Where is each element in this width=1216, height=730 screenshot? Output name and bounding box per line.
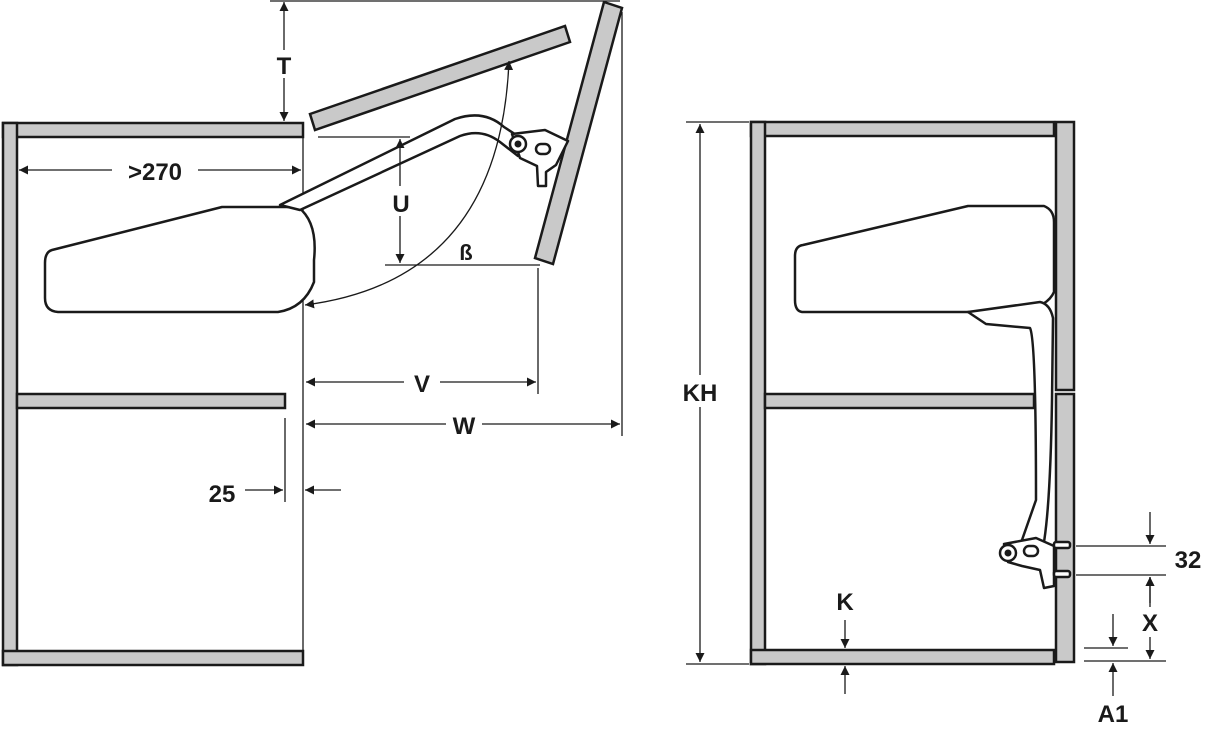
left-cabinet-shelf [15, 392, 287, 410]
x-label: X [1142, 610, 1158, 637]
beta-angle-arc [304, 60, 514, 309]
beta-label: ß [459, 240, 472, 265]
right-cabinet-bottom-panel [749, 648, 1056, 666]
right-hinge-pivot-inner [1004, 549, 1012, 557]
v-label: V [414, 371, 430, 398]
left-hinge-slot [534, 142, 552, 156]
a1-label: A1 [1098, 701, 1129, 728]
hole-spacing-label: 32 [1175, 547, 1202, 574]
depth-label-gap [112, 154, 198, 184]
right-front-panel-lower [1054, 392, 1076, 664]
u-label: U [392, 191, 409, 218]
x-label-gap [1137, 607, 1163, 637]
right-mounting-screw-lower [1052, 569, 1072, 579]
t-label-gap [270, 50, 298, 78]
right-mechanism-housing [793, 204, 1056, 314]
upper-flap-panel [308, 24, 572, 132]
left-mechanism-housing [43, 205, 316, 314]
right-cabinet-side-panel [749, 120, 767, 666]
left-cabinet-side-panel [1, 121, 19, 667]
right-front-panel-upper [1054, 120, 1076, 392]
right-lever-arm [966, 300, 1055, 562]
left-cabinet-bottom-panel [1, 649, 305, 667]
inset-label: 25 [209, 481, 236, 508]
left-view: T >270 U ß V W 25 [1, 0, 624, 667]
w-label: W [453, 413, 476, 440]
right-cabinet-top-panel [749, 120, 1056, 138]
right-mounting-screw-upper [1052, 540, 1072, 550]
left-hinge-pivot-inner [514, 140, 522, 148]
kh-label: KH [683, 380, 718, 407]
depth-label: >270 [128, 159, 182, 186]
k-label: K [836, 589, 854, 616]
right-view: KH 32 X K A1 [676, 120, 1202, 728]
front-flap-panel [533, 0, 624, 266]
kh-label-gap [676, 375, 724, 407]
t-label: T [277, 53, 292, 80]
right-hinge-slot [1022, 544, 1040, 558]
left-cabinet-top-panel [1, 121, 305, 139]
right-cabinet-shelf [763, 392, 1036, 410]
v-label-gap [404, 368, 440, 396]
w-label-gap [446, 410, 482, 438]
